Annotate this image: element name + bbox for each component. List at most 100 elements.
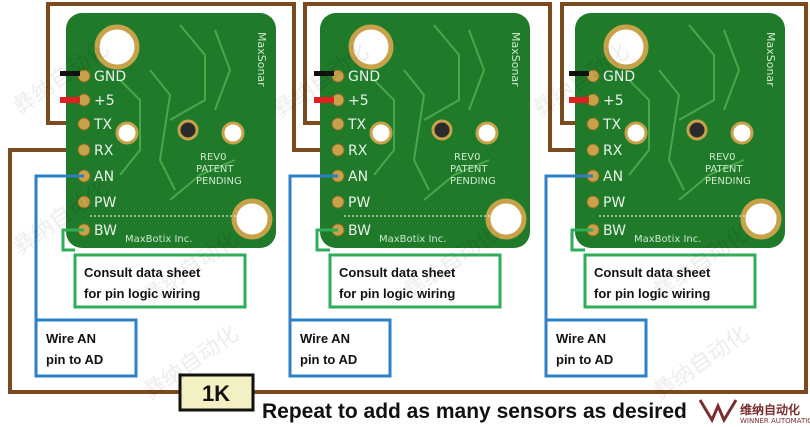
revision-marking: REV0 bbox=[200, 152, 226, 163]
brand-side-marking: MaxSonar bbox=[764, 32, 777, 87]
pin-logic-note-3: Consult data sheet for pin logic wiring bbox=[583, 253, 757, 309]
repeat-caption: Repeat to add as many sensors as desired bbox=[262, 400, 687, 423]
pin-label-pw: PW bbox=[603, 195, 625, 211]
note-line-2: for pin logic wiring bbox=[339, 286, 455, 301]
red-wire bbox=[60, 97, 80, 103]
black-wire bbox=[314, 71, 334, 76]
note-line-1: Wire AN bbox=[300, 331, 350, 346]
brown-loop-2 bbox=[303, 2, 590, 152]
brown-loop-3 bbox=[253, 2, 808, 394]
note-line-1: Wire AN bbox=[556, 331, 606, 346]
pin-label-gnd: GND bbox=[603, 69, 635, 85]
patent-marking-1: PATENT bbox=[450, 164, 488, 175]
brand-logo: 维纳自动化 WINNER AUTOMATIC bbox=[698, 399, 810, 425]
mount-hole bbox=[221, 121, 245, 145]
pcb-body bbox=[575, 13, 785, 248]
green-leader-3 bbox=[570, 228, 593, 252]
an-wire-callouts bbox=[34, 174, 593, 320]
note-line-2: pin to AD bbox=[46, 352, 103, 367]
brown-loop-1 bbox=[46, 2, 335, 152]
sensor-board-1: GND +5 TX RX AN PW BW REV0 PATENT PENDIN… bbox=[60, 13, 276, 248]
resistor-value: 1K bbox=[202, 381, 230, 406]
note-line-2: for pin logic wiring bbox=[84, 286, 200, 301]
note-box bbox=[583, 253, 757, 309]
pin-label-rx: RX bbox=[94, 143, 114, 159]
note-box bbox=[328, 253, 502, 309]
logo-subtitle: WINNER AUTOMATIC bbox=[740, 417, 810, 425]
pin-labels: GND +5 TX RX AN PW BW bbox=[93, 69, 126, 239]
patent-marking-1: PATENT bbox=[196, 164, 234, 175]
pin-label-an: AN bbox=[348, 169, 368, 185]
pin-label-5v: +5 bbox=[348, 93, 369, 109]
pin-logic-callouts bbox=[61, 228, 593, 252]
mount-hole bbox=[369, 121, 393, 145]
mount-hole bbox=[115, 121, 139, 145]
red-wire bbox=[314, 97, 334, 103]
revision-marking: REV0 bbox=[709, 152, 735, 163]
mount-hole bbox=[624, 121, 648, 145]
pin-label-bw: BW bbox=[603, 223, 626, 239]
logo-mark-icon bbox=[698, 399, 738, 424]
patent-marking-2: PENDING bbox=[450, 176, 496, 187]
black-wire bbox=[60, 71, 80, 76]
note-line-1: Wire AN bbox=[46, 331, 96, 346]
pcb-traces bbox=[119, 24, 236, 201]
black-wire bbox=[569, 71, 589, 76]
pin-logic-note-1: Consult data sheet for pin logic wiring bbox=[73, 253, 247, 309]
pin-label-pw: PW bbox=[94, 195, 116, 211]
via bbox=[177, 119, 199, 141]
mount-hole bbox=[475, 121, 499, 145]
resistor-body bbox=[178, 373, 255, 412]
pin-label-rx: RX bbox=[348, 143, 368, 159]
mount-hole bbox=[485, 198, 527, 240]
pin-label-bw: BW bbox=[94, 223, 117, 239]
sensor-board-3: GND +5 TX RX AN PW BW REV0 PATENT PENDIN… bbox=[569, 13, 785, 248]
pin-label-rx: RX bbox=[603, 143, 623, 159]
wire-an-note-2: Wire AN pin to AD bbox=[288, 318, 392, 378]
sensor-board-2: GND +5 TX RX AN PW BW REV0 PATENT PENDIN… bbox=[314, 13, 530, 248]
wire-an-note-1: Wire AN pin to AD bbox=[34, 318, 138, 378]
mount-hole bbox=[740, 198, 782, 240]
note-box bbox=[73, 253, 247, 309]
patent-marking-1: PATENT bbox=[705, 164, 743, 175]
pin-label-tx: TX bbox=[347, 117, 367, 133]
mount-hole bbox=[94, 24, 140, 70]
pcb-body bbox=[320, 13, 530, 248]
pin-label-an: AN bbox=[603, 169, 623, 185]
note-line-2: for pin logic wiring bbox=[594, 286, 710, 301]
pin-label-pw: PW bbox=[348, 195, 370, 211]
pin-label-bw: BW bbox=[348, 223, 371, 239]
pin-logic-note-2: Consult data sheet for pin logic wiring bbox=[328, 253, 502, 309]
mount-hole bbox=[231, 198, 273, 240]
pcb-body bbox=[66, 13, 276, 248]
brown-return-wire bbox=[8, 148, 180, 394]
pin-label-tx: TX bbox=[93, 117, 113, 133]
mount-hole bbox=[730, 121, 754, 145]
blue-wire-3 bbox=[544, 174, 593, 320]
pin-label-5v: +5 bbox=[603, 93, 624, 109]
pin-label-gnd: GND bbox=[94, 69, 126, 85]
brand-bottom-marking: MaxBotix Inc. bbox=[634, 234, 701, 245]
green-leader-2 bbox=[315, 228, 338, 252]
mount-hole bbox=[603, 24, 649, 70]
pin-labels: GND +5 TX RX AN PW BW bbox=[602, 69, 635, 239]
brown-chain-wires bbox=[8, 2, 808, 394]
pin-label-5v: +5 bbox=[94, 93, 115, 109]
via bbox=[431, 119, 453, 141]
patent-marking-2: PENDING bbox=[196, 176, 242, 187]
pin-labels: GND +5 TX RX AN PW BW bbox=[347, 69, 380, 239]
patent-marking-2: PENDING bbox=[705, 176, 751, 187]
note-box bbox=[34, 318, 138, 378]
via bbox=[686, 119, 708, 141]
green-leader-1 bbox=[61, 228, 84, 252]
brand-bottom-marking: MaxBotix Inc. bbox=[125, 234, 192, 245]
revision-marking: REV0 bbox=[454, 152, 480, 163]
pin-label-gnd: GND bbox=[348, 69, 380, 85]
wire-an-note-3: Wire AN pin to AD bbox=[544, 318, 648, 378]
pcb-traces bbox=[373, 24, 490, 201]
blue-wire-1 bbox=[34, 174, 84, 320]
note-line-1: Consult data sheet bbox=[84, 265, 201, 280]
note-line-1: Consult data sheet bbox=[339, 265, 456, 280]
